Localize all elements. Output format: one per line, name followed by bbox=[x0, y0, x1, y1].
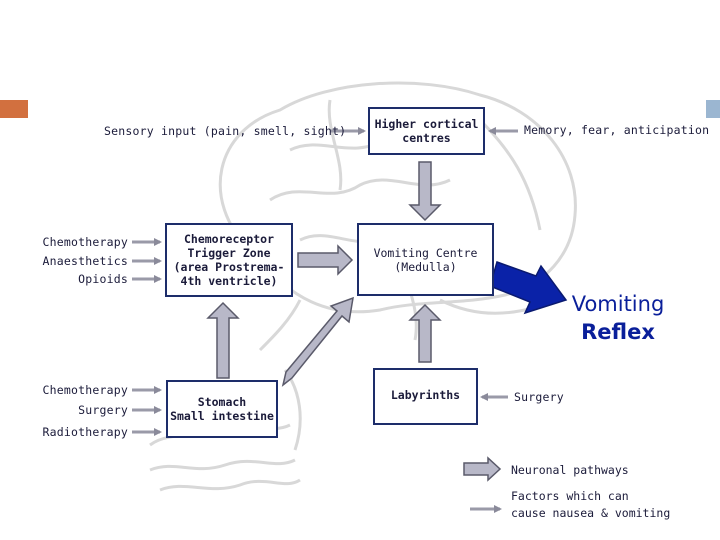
ctz-factor-chemotherapy: Chemotherapy bbox=[42, 235, 128, 249]
box-line: Chemoreceptor bbox=[183, 232, 274, 246]
stomach-factor-chemotherapy: Chemotherapy bbox=[42, 383, 128, 397]
factor-arrows bbox=[132, 127, 518, 513]
arrow-vc-to-reflex bbox=[489, 261, 568, 315]
arrow-ctz-to-vc bbox=[297, 244, 354, 276]
box-line: (area Prostrema- bbox=[173, 260, 285, 274]
box-line: Trigger Zone bbox=[187, 246, 271, 260]
box-line: Small intestine bbox=[170, 409, 274, 423]
labyrinth-factor-surgery: Surgery bbox=[514, 390, 564, 404]
box-line: Stomach bbox=[197, 395, 247, 409]
legend-thick-arrow bbox=[463, 456, 502, 482]
reflex-line-2: Reflex bbox=[581, 320, 655, 344]
legend-factors-label-1: Factors which can bbox=[511, 489, 629, 503]
arrow-stomach-to-vc bbox=[281, 296, 354, 387]
arrow-labyrinth-to-vc bbox=[408, 303, 442, 363]
left-accent-bar bbox=[0, 100, 28, 118]
right-accent-bar bbox=[706, 100, 720, 118]
box-line: Vomiting Centre bbox=[373, 245, 478, 260]
labyrinths-box: Labyrinths bbox=[373, 368, 478, 425]
legend-neuronal-label: Neuronal pathways bbox=[511, 463, 629, 477]
arrow-cortical-to-vc bbox=[408, 161, 442, 222]
box-line: 4th ventricle) bbox=[180, 274, 278, 288]
vomiting-centre-box: Vomiting Centre (Medulla) bbox=[357, 223, 494, 296]
sensory-input-label: Sensory input (pain, smell, sight) bbox=[104, 124, 347, 138]
memory-input-label: Memory, fear, anticipation bbox=[524, 123, 710, 137]
ctz-factor-anaesthetics: Anaesthetics bbox=[42, 254, 128, 268]
neuronal-arrows bbox=[206, 161, 502, 482]
vomiting-reflex-label: Vomiting Reflex bbox=[568, 290, 668, 346]
ctz-factor-opioids: Opioids bbox=[78, 272, 128, 286]
box-line: Labyrinths bbox=[390, 388, 461, 402]
box-line: Higher cortical bbox=[374, 117, 479, 131]
box-line: (Medulla) bbox=[394, 259, 457, 274]
higher-cortical-centres-box: Higher cortical centres bbox=[368, 107, 485, 155]
stomach-factor-surgery: Surgery bbox=[78, 403, 128, 417]
stomach-small-intestine-box: Stomach Small intestine bbox=[166, 380, 278, 438]
reflex-line-1: Vomiting bbox=[571, 292, 665, 316]
legend-factors-label-2: cause nausea & vomiting bbox=[511, 506, 671, 520]
chemoreceptor-trigger-zone-box: Chemoreceptor Trigger Zone (area Prostre… bbox=[165, 223, 293, 297]
box-line: centres bbox=[402, 131, 451, 145]
arrow-stomach-to-ctz bbox=[206, 301, 240, 379]
stomach-factor-radiotherapy: Radiotherapy bbox=[42, 425, 128, 439]
